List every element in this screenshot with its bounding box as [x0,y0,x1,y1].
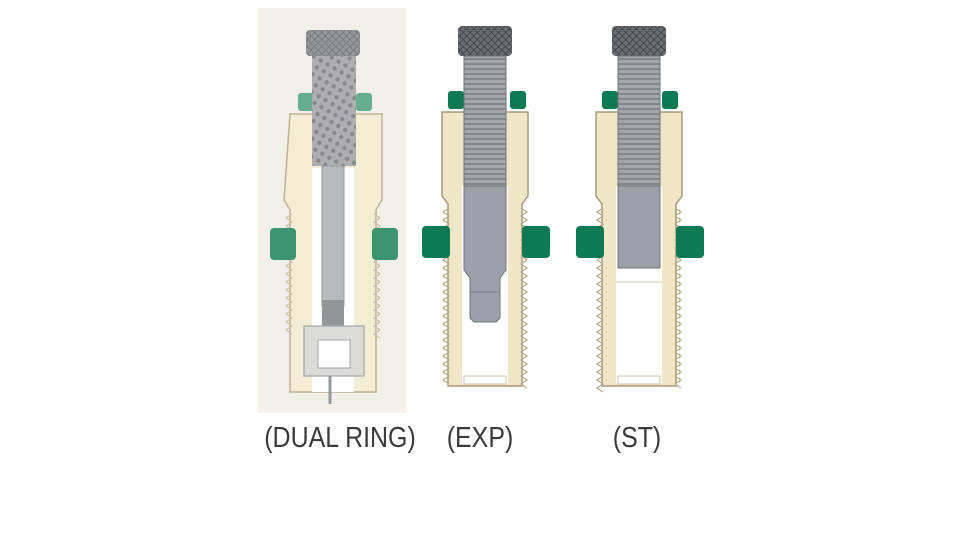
dual-ring-knurled-cap [306,30,360,56]
dual-ring-decapping-rod [321,165,345,307]
die-exp [422,26,550,389]
label-st: (ST) [612,422,662,454]
exp-lock-ring-left [422,226,450,258]
st-seating-plug [617,185,661,269]
die-dual-ring [258,8,406,413]
exp-top-ring-right [510,91,526,109]
exp-expander-plug [463,185,507,323]
die-st [576,26,704,393]
dual-ring-lock-ring-left [270,228,296,260]
exp-top-ring-left [448,91,464,109]
dual-ring-guide-window [317,339,351,369]
exp-mouth [463,375,507,385]
dual-ring-threaded-stem [312,56,356,166]
st-mouth [617,375,661,385]
exp-lock-ring-right [522,226,550,258]
st-lock-ring-left [576,226,604,258]
st-threaded-stem [617,55,661,187]
exp-knurled-cap [458,26,512,56]
dual-ring-lock-ring-right [372,228,398,260]
dual-ring-top-ring-right [356,93,372,111]
label-dual-ring: (DUAL RING) [264,422,416,454]
dual-ring-expander [322,300,344,330]
label-exp: (EXP) [446,422,514,454]
st-top-ring-right [662,91,678,109]
st-knurled-cap [612,26,666,56]
exp-threaded-stem [463,55,507,187]
st-lock-ring-right [676,226,704,258]
dual-ring-top-ring-left [298,93,314,111]
st-top-ring-left [602,91,618,109]
